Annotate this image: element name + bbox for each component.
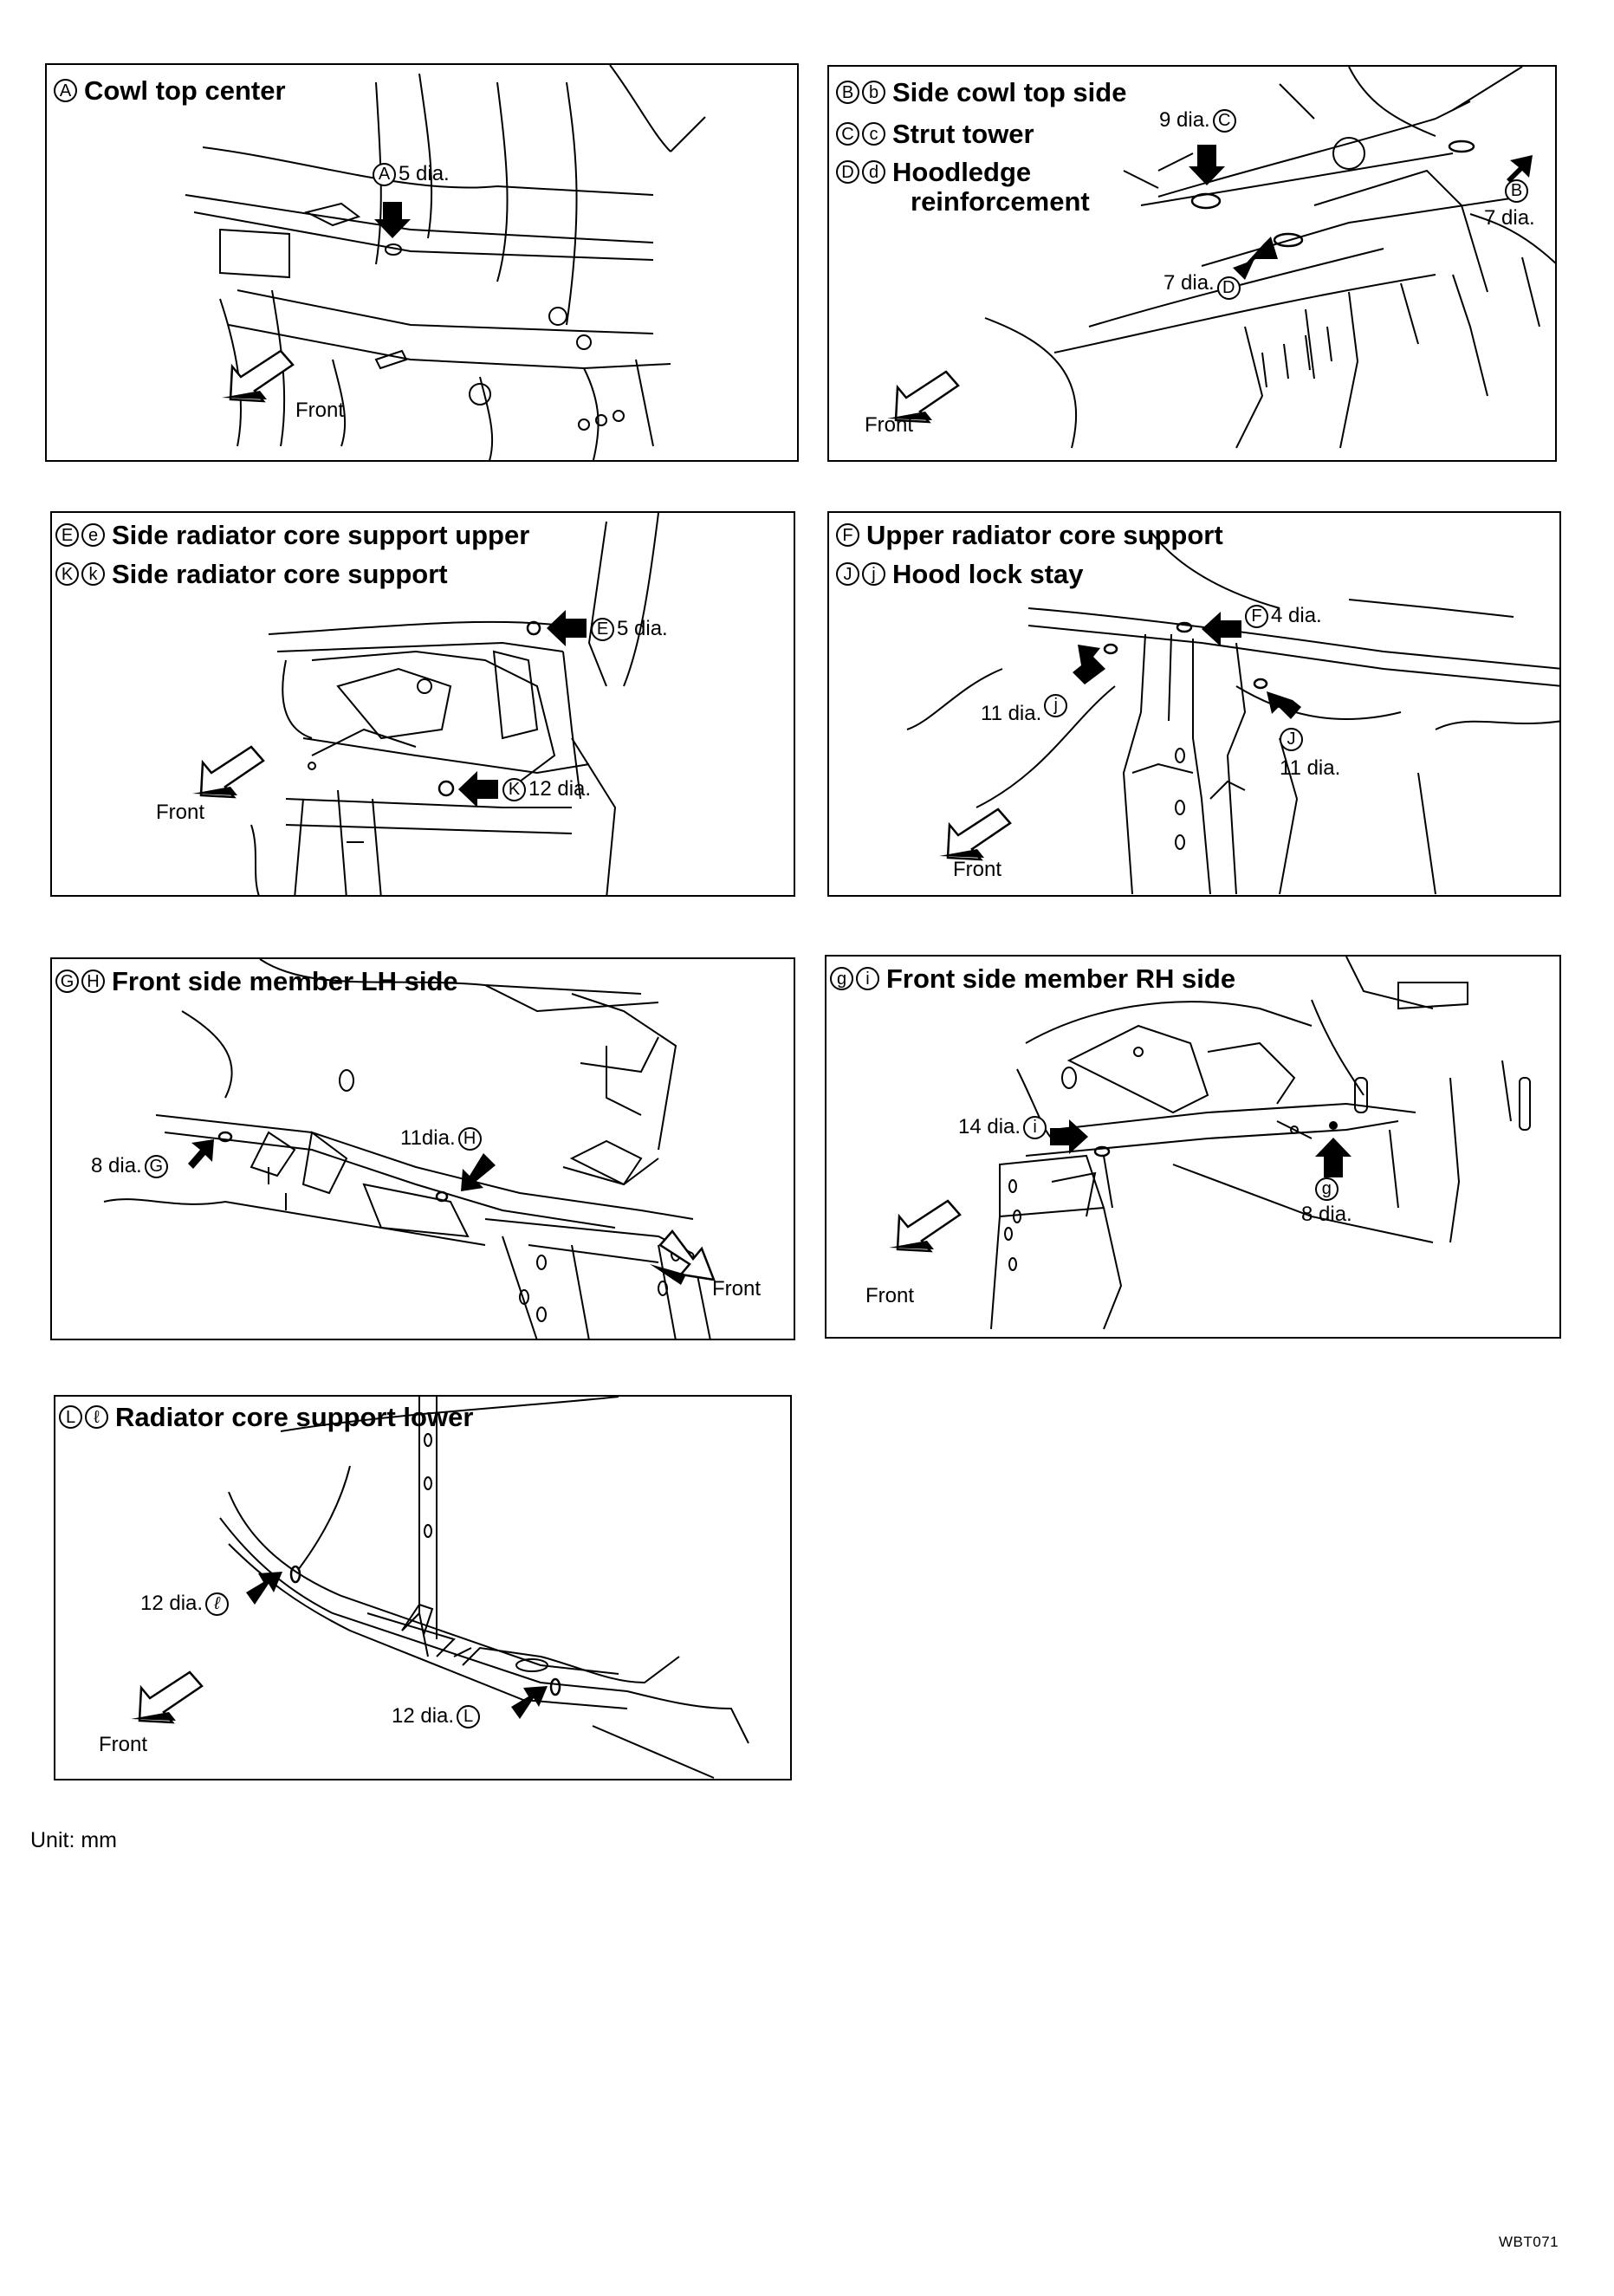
hole-g-small xyxy=(1329,1121,1338,1130)
front-arrow-icon xyxy=(896,1199,962,1253)
front-arrow-icon xyxy=(946,807,1012,861)
callout-f: F 4 dia. xyxy=(1245,604,1322,628)
arrow-d xyxy=(1233,237,1278,280)
arrow-i xyxy=(1050,1119,1088,1154)
arrow-j-upper xyxy=(1267,691,1301,719)
callout-e: E 5 dia. xyxy=(591,617,668,641)
panel-b-title-row-2: C c Strut tower xyxy=(836,120,1034,147)
front-arrow-icon xyxy=(894,370,960,424)
upper-radiator-drawing xyxy=(906,529,1559,895)
front-label: Front xyxy=(156,801,205,824)
callout-j-lower: 11 dia. j xyxy=(981,684,1068,726)
panel-a-title-text: Cowl top center xyxy=(84,75,286,106)
arrow-a xyxy=(374,202,411,238)
hole-l-left xyxy=(289,1565,301,1584)
panel-f-title-row-2: J j Hood lock stay xyxy=(836,561,1084,587)
radiator-lower-drawing xyxy=(131,1397,749,1779)
front-arrow-icon xyxy=(138,1670,204,1724)
callout-g: g 8 dia. xyxy=(1301,1177,1352,1226)
hole-i xyxy=(1093,1145,1111,1158)
hole-k xyxy=(438,780,455,797)
front-arrow-icon xyxy=(199,745,265,799)
panel-front-side-member-rh: g i Front side member RH side 14 dia. i … xyxy=(825,955,1561,1339)
front-arrow-icon xyxy=(229,349,295,403)
arrow-l-left xyxy=(246,1572,282,1605)
id-badge-a: A xyxy=(54,79,77,102)
hole-d xyxy=(1273,232,1304,248)
hole-h xyxy=(435,1190,449,1203)
panel-a-title: A Cowl top center xyxy=(54,77,286,104)
callout-g: 8 dia. G xyxy=(91,1154,168,1178)
hole-a xyxy=(385,243,402,256)
panel-l-title: L ℓ Radiator core support lower xyxy=(59,1404,473,1430)
panel-e-title-row-2: K k Side radiator core support xyxy=(55,561,448,587)
front-label: Front xyxy=(953,858,1002,881)
callout-c: 9 dia. C xyxy=(1159,108,1236,133)
arrow-g xyxy=(188,1139,214,1169)
callout-a: A 5 dia. xyxy=(373,162,450,186)
hole-e xyxy=(526,620,541,636)
hole-j-upper xyxy=(1253,678,1268,690)
side-radiator-drawing xyxy=(192,513,659,895)
callout-k: K 12 dia. xyxy=(502,777,591,801)
hole-f xyxy=(1176,621,1193,633)
front-label: Front xyxy=(865,1284,915,1307)
hole-c xyxy=(1190,192,1222,210)
figure-code: WBT071 xyxy=(1499,2234,1559,2250)
callout-i: 14 dia. i xyxy=(958,1115,1047,1139)
arrow-h xyxy=(461,1153,496,1191)
panel-g-title: G H Front side member LH side xyxy=(55,968,458,995)
panel-front-side-member-lh: G H Front side member LH side 11dia. H 8… xyxy=(50,957,795,1340)
panel-b-title-row-3: D d Hoodledge xyxy=(836,159,1031,185)
callout-h: 11dia. H xyxy=(400,1126,482,1151)
callout-l-left: 12 dia. ℓ xyxy=(140,1592,230,1616)
hole-j-lower xyxy=(1103,643,1118,655)
hole-l-right xyxy=(549,1677,561,1696)
arrow-c xyxy=(1189,145,1225,185)
front-label: Front xyxy=(712,1277,762,1300)
arrow-l-right xyxy=(511,1686,548,1719)
callout-b: B 7 dia. xyxy=(1484,179,1535,230)
cowl-top-center-drawing xyxy=(185,65,706,460)
hole-g xyxy=(217,1131,233,1143)
panel-cowl-top-center: A Cowl top center A 5 dia. Front xyxy=(45,63,799,462)
unit-note: Unit: mm xyxy=(30,1828,117,1852)
panel-b-title-row-1: B b Side cowl top side xyxy=(836,79,1126,106)
arrow-e xyxy=(547,610,587,646)
arrow-g xyxy=(1315,1138,1351,1177)
front-label: Front xyxy=(295,399,345,422)
panel-gi-title: g i Front side member RH side xyxy=(830,965,1235,992)
panel-side-radiator-core-support-upper: E e Side radiator core support upper K k… xyxy=(50,511,795,897)
callout-l-right: 12 dia. L xyxy=(392,1704,481,1728)
hole-b xyxy=(1448,139,1475,153)
panel-b-title-row-4: reinforcement xyxy=(911,186,1090,217)
panel-radiator-core-support-lower: L ℓ Radiator core support lower 12 dia. … xyxy=(54,1395,792,1780)
panel-f-title-row-1: F Upper radiator core support xyxy=(836,522,1223,548)
panel-e-title-row-1: E e Side radiator core support upper xyxy=(55,522,529,548)
front-side-member-lh-drawing xyxy=(103,959,716,1339)
panel-side-cowl-top-side: B b Side cowl top side C c Strut tower D… xyxy=(827,65,1557,462)
arrow-k xyxy=(458,771,498,807)
front-side-member-rh-drawing xyxy=(889,957,1531,1330)
callout-d: 7 dia. D xyxy=(1164,266,1241,300)
arrow-j-lower xyxy=(1073,645,1105,684)
side-cowl-drawing xyxy=(887,67,1555,449)
front-label: Front xyxy=(865,413,914,437)
front-label: Front xyxy=(99,1733,148,1756)
callout-j-upper: J 11 dia. xyxy=(1280,728,1341,780)
arrow-f xyxy=(1202,612,1241,646)
arrow-b xyxy=(1507,155,1533,183)
front-arrow-icon xyxy=(658,1229,716,1281)
panel-upper-radiator-core-support: F Upper radiator core support J j Hood l… xyxy=(827,511,1561,897)
